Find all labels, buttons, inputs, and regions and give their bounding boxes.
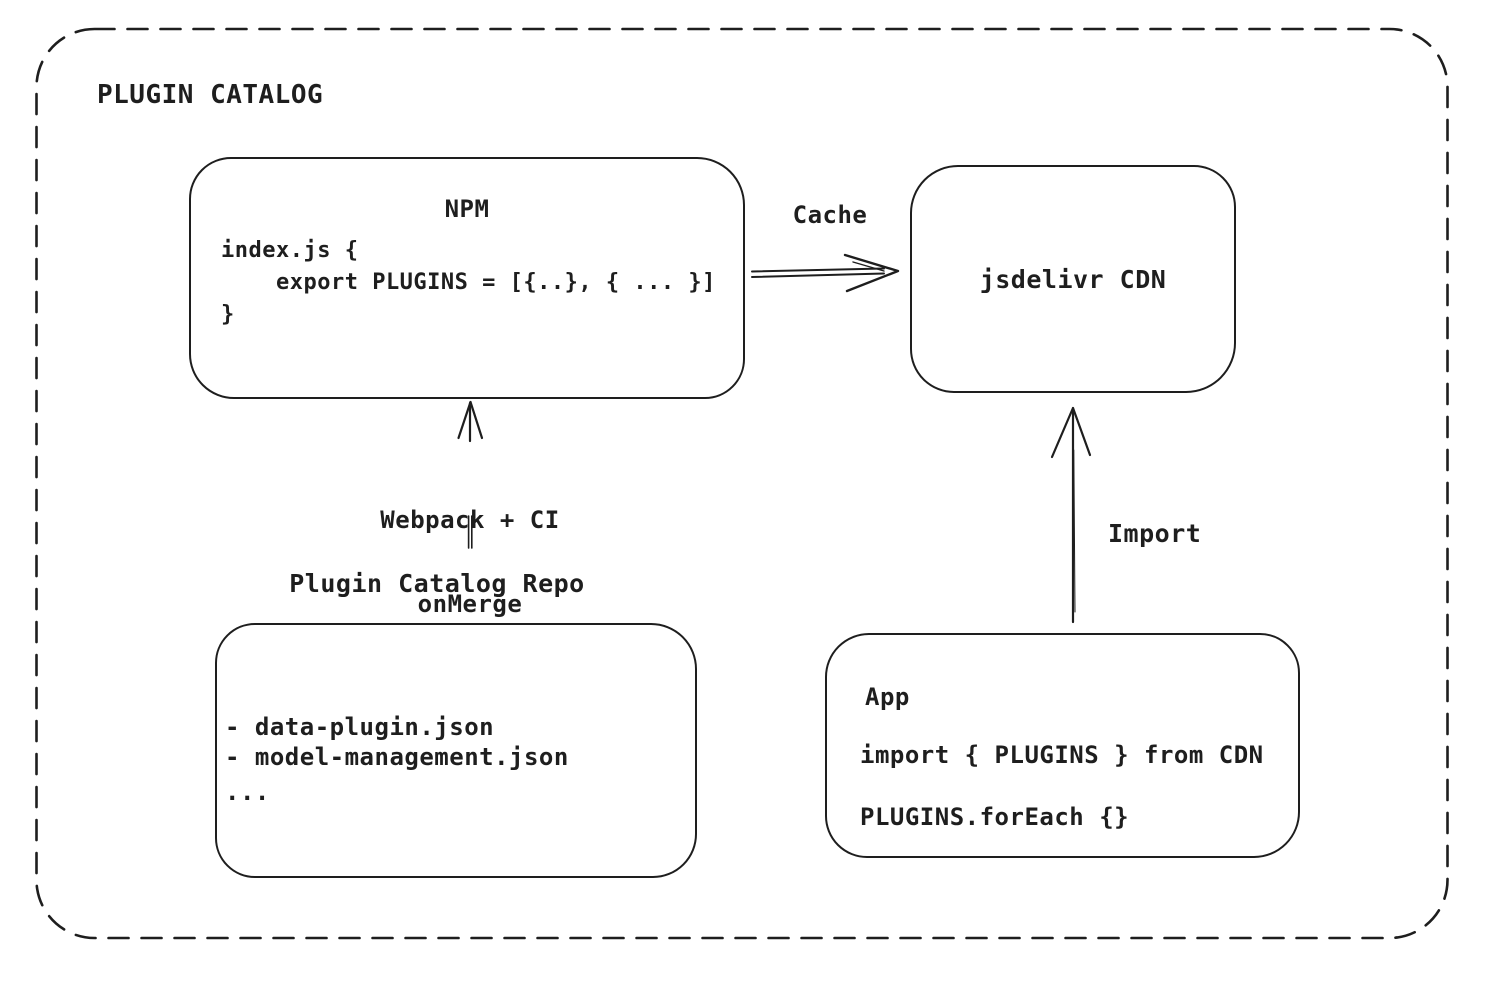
repo-file-item: ... bbox=[225, 778, 270, 806]
repo-file-item: - model-management.json bbox=[225, 743, 569, 771]
catalog-title: PLUGIN CATALOG bbox=[97, 80, 324, 110]
jsdelivr-cdn-label: jsdelivr CDN bbox=[979, 264, 1167, 294]
npm-code-line: } bbox=[221, 302, 235, 327]
repo-box-label: Plugin Catalog Repo bbox=[289, 569, 585, 598]
npm-code-block: index.js { export PLUGINS = [{..}, { ...… bbox=[221, 235, 716, 331]
cache-arrow bbox=[751, 253, 900, 293]
npm-code-line: export PLUGINS = [{..}, { ... }] bbox=[221, 270, 716, 295]
jsdelivr-cdn-box: jsdelivr CDN bbox=[910, 165, 1236, 393]
npm-code-line: index.js { bbox=[221, 238, 359, 263]
build-arrow-label-line1: Webpack + CI bbox=[380, 506, 560, 534]
build-arrow-label-line2: onMerge bbox=[417, 590, 523, 618]
npm-box: NPM index.js { export PLUGINS = [{..}, {… bbox=[189, 157, 745, 399]
plugin-catalog-repo-box: - data-plugin.json - model-management.js… bbox=[215, 623, 697, 878]
import-arrow bbox=[1050, 406, 1092, 624]
app-box-title: App bbox=[865, 683, 910, 711]
build-arrow-label: Webpack + CI onMerge bbox=[345, 450, 595, 674]
npm-box-title: NPM bbox=[444, 195, 490, 223]
app-code-line: import { PLUGINS } from CDN bbox=[860, 741, 1264, 769]
repo-file-item: - data-plugin.json bbox=[225, 713, 495, 741]
app-box: App import { PLUGINS } from CDN PLUGINS.… bbox=[825, 633, 1300, 858]
repo-file-list: - data-plugin.json - model-management.js… bbox=[225, 712, 569, 807]
cache-arrow-label: Cache bbox=[792, 201, 868, 229]
app-code-line: PLUGINS.forEach {} bbox=[860, 803, 1130, 831]
import-arrow-label: Import bbox=[1108, 519, 1202, 548]
